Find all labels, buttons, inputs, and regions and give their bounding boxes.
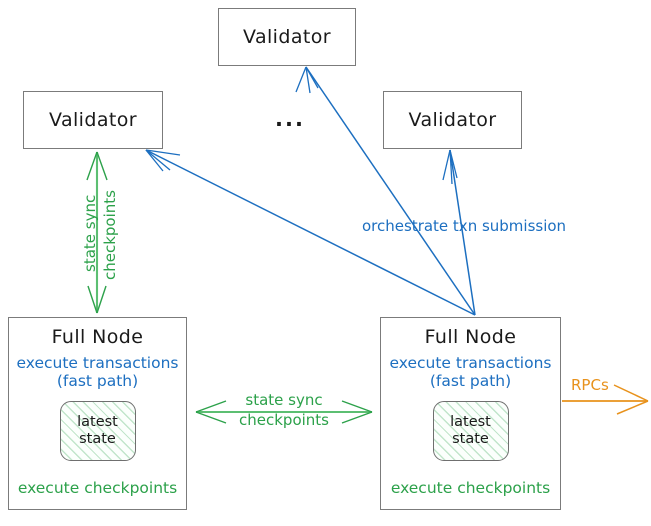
validator-right-box[interactable]: Validator	[383, 91, 522, 149]
fullnode-left-blue-line1: execute transactions	[16, 354, 179, 372]
state-sync-horizontal-line1: state sync	[245, 391, 323, 409]
validator-top-label: Validator	[243, 26, 331, 48]
orchestrate-edge-label: orchestrate txn submission	[362, 217, 567, 235]
fullnode-right-state-line1: latest	[450, 414, 491, 431]
fullnode-right-green-text: execute checkpoints	[390, 479, 551, 497]
fullnode-left-latest-state-box[interactable]: latest state	[59, 400, 136, 461]
validator-right-label: Validator	[408, 109, 497, 131]
validator-top-box[interactable]: Validator	[218, 8, 356, 66]
fullnode-right-latest-state-box[interactable]: latest state	[432, 400, 509, 461]
fullnode-right-box[interactable]: Full Node execute transactions (fast pat…	[380, 317, 561, 510]
fullnode-left-blue-text: execute transactions (fast path)	[16, 354, 178, 391]
fullnode-left-blue-line2: (fast path)	[56, 372, 139, 391]
fullnode-left-title: Full Node	[51, 326, 144, 348]
fullnode-right-blue-text: execute transactions (fast path)	[389, 354, 551, 391]
fullnode-right-state-line2: state	[452, 430, 489, 447]
fullnode-right-title: Full Node	[424, 326, 517, 348]
rpcs-edge-label: RPCs	[571, 376, 609, 394]
state-sync-horizontal-line2: checkpoints	[239, 411, 329, 429]
state-sync-vertical-line1: state sync	[81, 194, 99, 272]
fullnode-left-box[interactable]: Full Node execute transactions (fast pat…	[8, 317, 187, 510]
validators-ellipsis: ...	[275, 107, 305, 131]
fullnode-left-state-line1: latest	[77, 414, 118, 431]
fullnode-left-green-text: execute checkpoints	[17, 479, 178, 497]
fullnode-right-blue-line1: execute transactions	[389, 354, 552, 372]
validator-left-label: Validator	[49, 109, 137, 131]
fullnode-right-blue-line2: (fast path)	[429, 372, 512, 391]
state-sync-vertical-line2: checkpoints	[101, 190, 119, 280]
fullnode-left-state-line2: state	[79, 430, 116, 447]
validator-left-box[interactable]: Validator	[23, 91, 163, 149]
